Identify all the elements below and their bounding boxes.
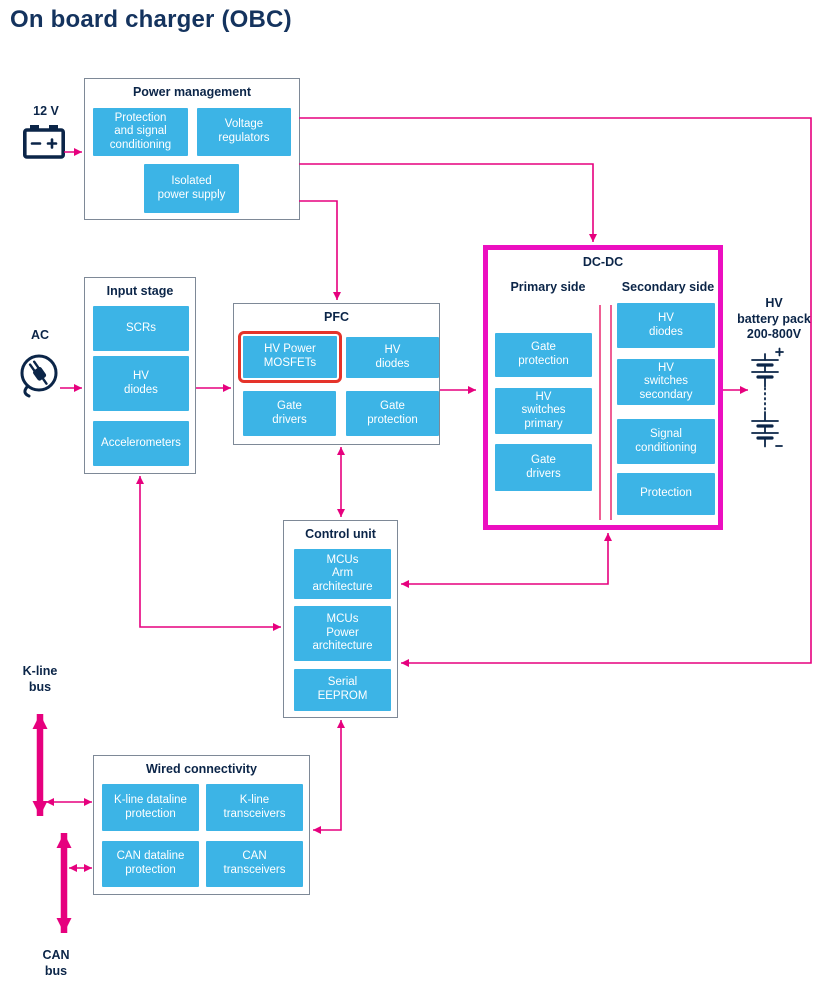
tile-scrs: SCRs: [93, 306, 189, 351]
tile-kline-transceivers: K-line transceivers: [206, 784, 303, 831]
ac-label: AC: [30, 328, 50, 342]
wired-connectivity-title: Wired connectivity: [145, 762, 258, 776]
tile-gate-drivers-primary: Gate drivers: [495, 444, 592, 491]
connector-input-stage-control-unit: [136, 476, 281, 631]
tile-can-dataline-protection: CAN dataline protection: [102, 841, 199, 887]
pfc-title: PFC: [324, 310, 349, 324]
isolation-barrier-line-1: [599, 305, 601, 520]
power-management-block: Power management Protection and signal c…: [84, 78, 300, 220]
tile-hv-diodes-pfc: HV diodes: [346, 337, 439, 378]
tile-hv-power-mosfets: HV Power MOSFETs: [243, 336, 337, 378]
tile-hv-switches-secondary: HV switches secondary: [617, 359, 715, 405]
connector-control-unit-wired-connectivity: [313, 720, 345, 834]
isolation-barrier-line-2: [610, 305, 612, 520]
tile-protection-and-signal-conditioning: Protection and signal conditioning: [93, 108, 188, 156]
tile-hv-diodes-secondary: HV diodes: [617, 303, 715, 348]
control-unit-block: Control unit MCUs Arm architecture MCUs …: [283, 520, 398, 718]
tile-mcus-arm-architecture: MCUs Arm architecture: [294, 549, 391, 599]
wired-connectivity-block: Wired connectivity K-line dataline prote…: [93, 755, 310, 895]
tile-gate-drivers-pfc: Gate drivers: [243, 391, 336, 436]
dcdc-secondary-side-label: Secondary side: [621, 280, 715, 294]
tile-gate-protection-pfc: Gate protection: [346, 391, 439, 436]
tile-kline-dataline-protection: K-line dataline protection: [102, 784, 199, 831]
input-stage-title: Input stage: [106, 284, 174, 298]
tile-voltage-regulators: Voltage regulators: [197, 108, 291, 156]
connector-power-management-to-pfc: [299, 200, 341, 300]
page-title: On board charger (OBC): [10, 6, 292, 33]
tile-isolated-power-supply: Isolated power supply: [144, 164, 239, 213]
battery-12v-icon: [23, 125, 65, 159]
hv-battery-icon: [751, 347, 784, 448]
tile-protection-secondary: Protection: [617, 473, 715, 515]
input-stage-block: Input stage SCRs HV diodes Accelerometer…: [84, 277, 196, 474]
dcdc-block: DC-DC Primary side Secondary side Gate p…: [483, 245, 723, 530]
dcdc-title: DC-DC: [582, 255, 624, 269]
battery-12v-label: 12 V: [33, 104, 59, 118]
tile-hv-diodes-input: HV diodes: [93, 356, 189, 411]
dcdc-primary-side-label: Primary side: [510, 280, 586, 294]
pfc-block: PFC HV Power MOSFETs HV diodes Gate driv…: [233, 303, 440, 445]
kline-bus-label: K-line bus: [22, 664, 58, 694]
tile-mcus-power-architecture: MCUs Power architecture: [294, 606, 391, 661]
control-unit-title: Control unit: [305, 527, 376, 541]
tile-hv-switches-primary: HV switches primary: [495, 388, 592, 434]
connector-control-unit-dcdc: [401, 533, 612, 588]
ac-plug-icon: [20, 354, 58, 398]
hv-battery-pack-label: HV battery pack 200-800V: [737, 296, 811, 342]
tile-can-transceivers: CAN transceivers: [206, 841, 303, 887]
power-management-title: Power management: [132, 85, 252, 99]
tile-accelerometers: Accelerometers: [93, 421, 189, 466]
tile-gate-protection-primary: Gate protection: [495, 333, 592, 377]
hv-power-mosfets-highlight: HV Power MOSFETs: [238, 331, 342, 383]
can-bus-label: CAN bus: [42, 948, 70, 978]
tile-serial-eeprom: Serial EEPROM: [294, 669, 391, 711]
connector-power-management-to-dcdc: [299, 163, 597, 242]
tile-signal-conditioning: Signal conditioning: [617, 419, 715, 464]
